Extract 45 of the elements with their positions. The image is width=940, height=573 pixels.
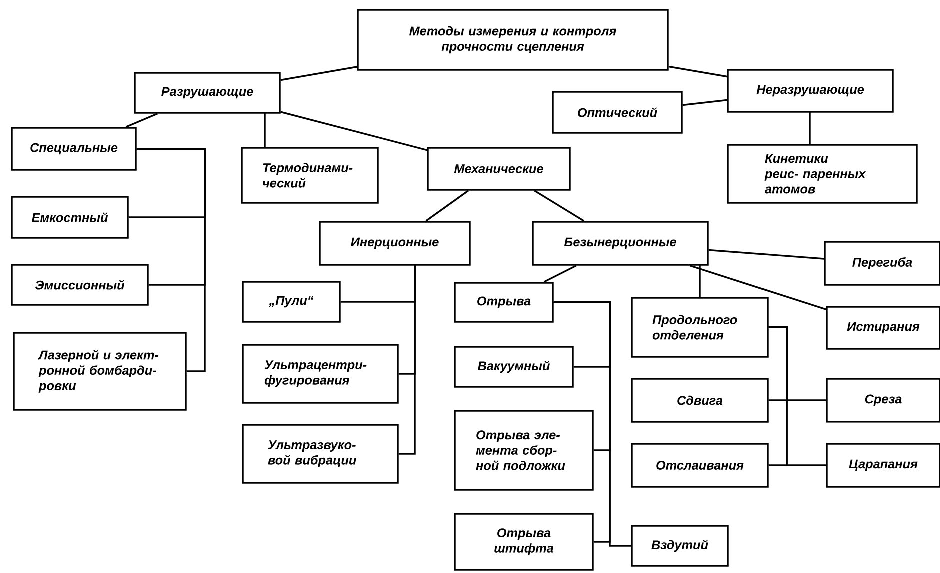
connector-line xyxy=(280,111,428,152)
method-box: Специальные xyxy=(11,127,137,171)
method-box: Вакуумный xyxy=(454,346,574,388)
connector-line xyxy=(682,99,728,106)
connector-line xyxy=(554,302,632,547)
method-box: Царапания xyxy=(826,443,940,488)
connector-line xyxy=(699,265,701,298)
method-box: Продольного отделения xyxy=(631,297,769,358)
method-box: Неразрушающие xyxy=(727,69,894,113)
connector-line xyxy=(809,112,811,145)
connector-line xyxy=(136,148,206,372)
connector-line xyxy=(126,113,158,128)
method-box: Кинетики реис- паренных атомов xyxy=(727,144,918,204)
connector-line xyxy=(668,66,728,78)
method-box: Вздутий xyxy=(631,525,729,567)
method-box: Ультрацентри- фугирования xyxy=(242,344,399,404)
method-box: Разрушающие xyxy=(134,72,281,114)
connector-line xyxy=(534,190,584,222)
connector-line xyxy=(708,249,824,260)
method-box: Термодинами- ческий xyxy=(241,147,379,204)
method-box: Отслаивания xyxy=(631,443,769,488)
connector-line xyxy=(768,326,826,466)
method-box: Отрыва эле- мента сбор- ной подложки xyxy=(454,410,594,491)
connector-line xyxy=(426,190,469,222)
method-box: Механические xyxy=(427,147,571,191)
method-box: Безынерционные xyxy=(532,221,709,266)
connector-line xyxy=(544,265,577,283)
connector-line xyxy=(690,265,826,310)
method-box: Ультразвуко- вой вибрации xyxy=(242,424,399,484)
method-box: Емкостный xyxy=(11,196,129,239)
method-box: Оптический xyxy=(552,91,683,134)
method-box: Сдвига xyxy=(631,378,769,423)
method-box: Методы измерения и контроля прочности сцепления xyxy=(357,9,669,71)
method-box: Истирания xyxy=(826,306,940,350)
method-box: Отрыва xyxy=(454,282,554,323)
method-box: Среза xyxy=(826,378,940,423)
method-box: Эмиссионный xyxy=(11,264,149,306)
method-box: Лазерной и элект- ронной бомбарди- ровки xyxy=(13,332,187,411)
connector-line xyxy=(280,66,358,82)
connector-line xyxy=(398,265,416,455)
method-box: „Пули“ xyxy=(242,281,341,323)
method-box: Инерционные xyxy=(319,221,471,266)
method-box: Перегиба xyxy=(824,241,940,286)
method-box: Отрыва штифта xyxy=(454,513,594,571)
connector-line xyxy=(264,113,266,148)
